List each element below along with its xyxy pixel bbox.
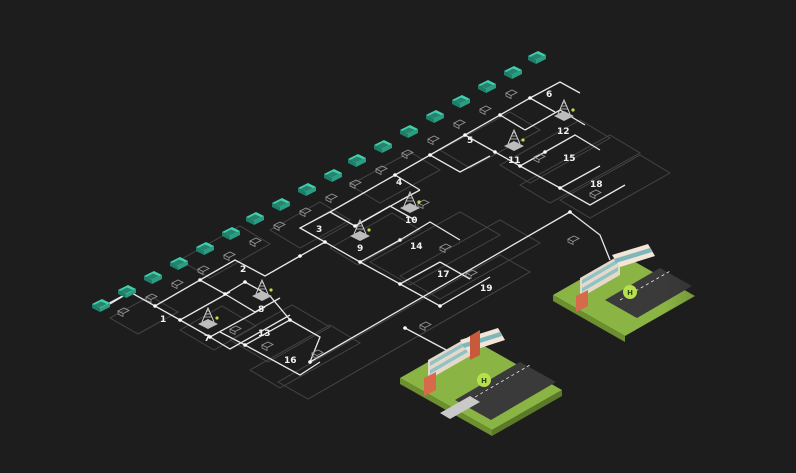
server-icon <box>478 80 496 93</box>
antenna-tower-icon <box>553 99 576 122</box>
svg-text:H: H <box>627 289 633 297</box>
server-icon <box>246 212 264 225</box>
server-icon <box>222 227 240 240</box>
junction-dots <box>128 96 572 364</box>
label-19: 19 <box>480 284 493 294</box>
label-16: 16 <box>284 356 297 366</box>
server-icon <box>118 285 136 298</box>
antenna-tower-icon <box>399 191 422 214</box>
svg-text:H: H <box>481 377 487 385</box>
antenna-tower-icon <box>251 279 274 302</box>
server-icon <box>504 66 522 79</box>
server-icon <box>170 257 188 270</box>
server-icon <box>528 51 546 64</box>
server-icon <box>374 140 392 153</box>
label-11: 11 <box>508 156 521 166</box>
building-block-right: H <box>553 244 695 342</box>
connection-lines <box>99 81 626 376</box>
server-icon <box>426 110 444 123</box>
label-17: 17 <box>437 270 450 280</box>
building-block-left: H <box>400 328 562 436</box>
server-icon <box>348 154 366 167</box>
server-devices <box>92 51 546 312</box>
label-18: 18 <box>590 180 603 190</box>
label-9: 9 <box>357 244 363 254</box>
panel-outlines <box>108 111 671 400</box>
label-13: 13 <box>258 329 271 339</box>
label-7: 7 <box>204 334 210 344</box>
label-8: 8 <box>258 305 264 315</box>
server-icon <box>144 271 162 284</box>
server-icon <box>452 95 470 108</box>
server-icon <box>298 183 316 196</box>
switch-boxes <box>117 89 602 359</box>
label-4: 4 <box>396 178 402 188</box>
label-14: 14 <box>410 242 423 252</box>
label-3: 3 <box>316 225 322 235</box>
server-icon <box>272 198 290 211</box>
label-6: 6 <box>546 90 552 100</box>
label-15: 15 <box>563 154 576 164</box>
server-icon <box>92 299 110 312</box>
label-12: 12 <box>557 127 570 137</box>
label-1: 1 <box>160 315 166 325</box>
segment-labels: 1 2 3 4 5 6 7 8 9 10 11 12 13 14 15 16 1… <box>160 90 603 366</box>
server-icon <box>400 125 418 138</box>
server-icon <box>196 242 214 255</box>
label-2: 2 <box>240 265 246 275</box>
server-icon <box>324 169 342 182</box>
label-5: 5 <box>467 136 473 146</box>
label-10: 10 <box>405 216 418 226</box>
